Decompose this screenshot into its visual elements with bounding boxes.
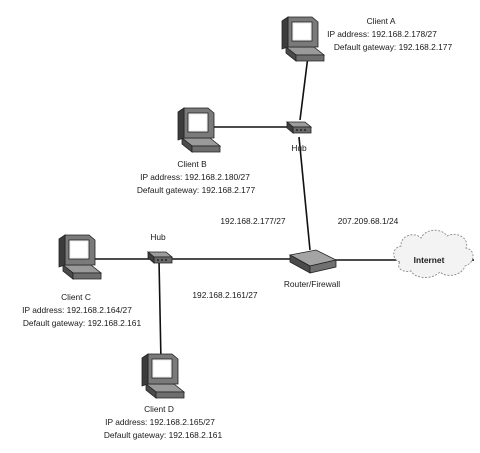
left-hub-icon	[147, 251, 173, 264]
client-d-computer-icon	[141, 353, 185, 399]
upper-hub-icon	[286, 121, 312, 134]
wire-hub-router	[298, 136, 311, 251]
client-a-name: Client A	[367, 16, 396, 26]
router-firewall-icon	[288, 249, 338, 274]
router-ip-internal-lower: 192.168.2.161/27	[192, 290, 258, 300]
wire-hub-client-d	[158, 259, 162, 363]
client-a-gateway: Default gateway: 192.168.2.177	[334, 42, 453, 52]
client-d-ip: IP address: 192.168.2.165/27	[105, 417, 215, 427]
client-a-computer-icon	[281, 16, 325, 62]
network-wires	[94, 55, 474, 363]
client-a-ip: IP address: 192.168.2.178/27	[327, 29, 437, 39]
upper-hub-label: Hub	[291, 143, 307, 153]
client-d-gateway: Default gateway: 192.168.2.161	[104, 430, 223, 440]
left-hub-label: Hub	[150, 232, 166, 242]
client-c-gateway: Default gateway: 192.168.2.161	[23, 318, 142, 328]
wire-client-a-hub	[299, 55, 309, 121]
router-ip-internal-upper: 192.168.2.177/27	[220, 216, 286, 226]
client-d-name: Client D	[144, 404, 174, 414]
client-b-computer-icon	[177, 107, 221, 153]
internet-label: Internet	[414, 255, 445, 265]
router-label: Router/Firewall	[284, 279, 340, 289]
client-b-name: Client B	[177, 159, 207, 169]
client-b-ip: IP address: 192.168.2.180/27	[140, 172, 250, 182]
client-c-ip: IP address: 192.168.2.164/27	[22, 305, 132, 315]
client-b-gateway: Default gateway: 192.168.2.177	[137, 185, 256, 195]
router-ip-external: 207.209.68.1/24	[338, 216, 399, 226]
client-c-computer-icon	[58, 234, 102, 280]
client-c-name: Client C	[61, 292, 91, 302]
internet-cloud-icon	[393, 229, 474, 278]
